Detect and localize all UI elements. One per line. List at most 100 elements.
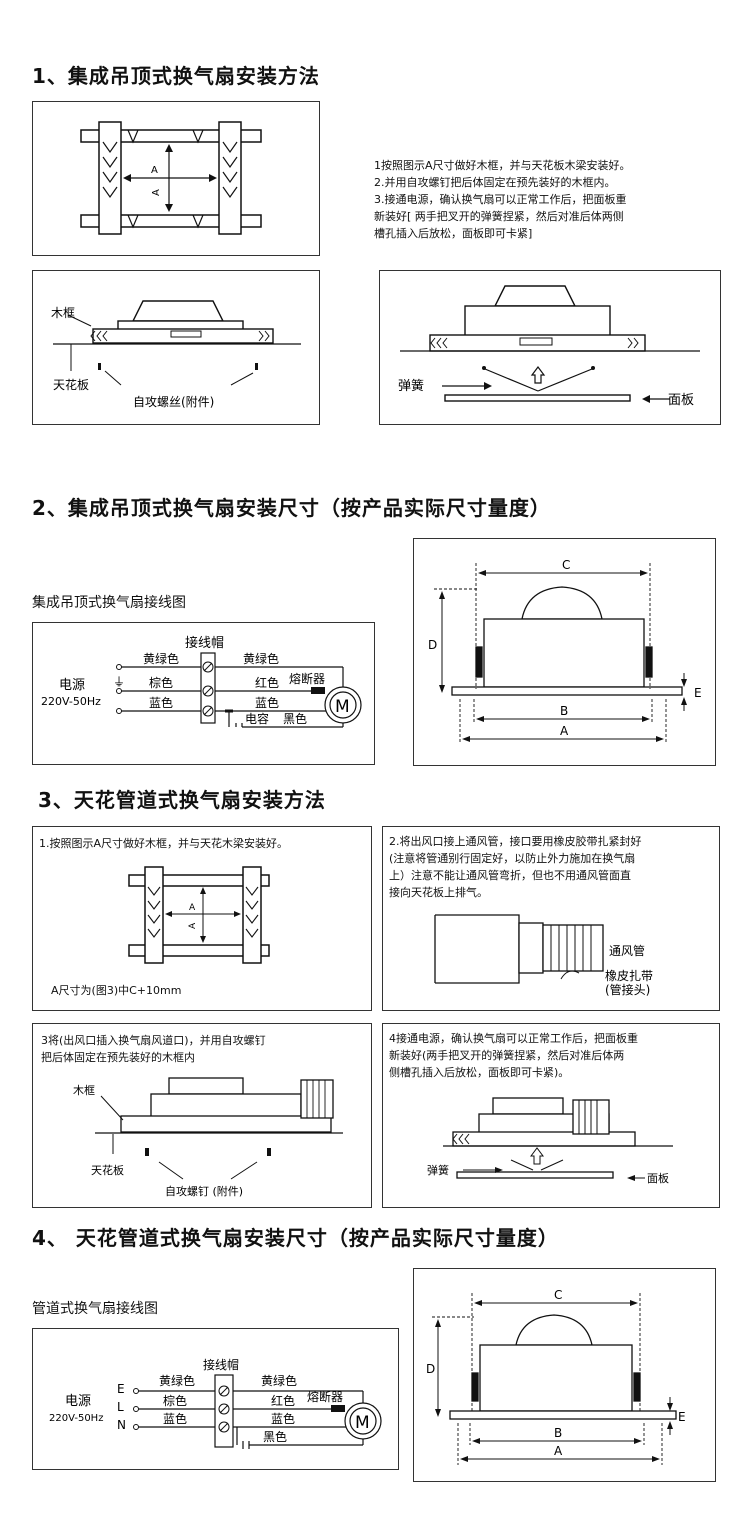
dim-d: D xyxy=(428,638,437,652)
wiring-panel-1: ⏚ 接线帽 黄绿色 黄绿色 电源 220V-50Hz 棕色 蓝色 红色 蓝色 熔… xyxy=(32,622,375,765)
voltage-label: 220V-50Hz xyxy=(41,695,101,708)
wire-yellow-green-left: 黄绿色 xyxy=(159,1373,195,1388)
wiring-panel-2: E L N 接线帽 黄绿色 黄绿色 电源 220V-50Hz 棕色 蓝色 红色 … xyxy=(32,1328,399,1470)
wire-blue-left: 蓝色 xyxy=(163,1412,187,1426)
voltage-label: 220V-50Hz xyxy=(49,1413,103,1424)
section-2-title: 2、集成吊顶式换气扇安装尺寸（按产品实际尺寸量度） xyxy=(32,496,551,520)
duct-drawing: 通风管 橡皮扎带 (管接头) xyxy=(434,914,653,997)
s1-step-line: 2.并用自攻螺钉把后体固定在预先装好的木框内。 xyxy=(374,176,616,189)
panel-install-panel: 弹簧 面板 xyxy=(379,270,721,425)
s3-step4-line: 侧槽孔插入后放松，面板即可卡紧)。 xyxy=(389,1066,570,1079)
section-3-title: 3、天花管道式换气扇安装方法 xyxy=(38,788,326,812)
s3-step3-text: 3将(出风口插入换气扇风道口)，并用自攻螺钉 把后体固定在预先装好的木框内 xyxy=(41,1032,266,1066)
dim-a: A xyxy=(554,1444,563,1458)
wire-red: 红色 xyxy=(271,1393,295,1408)
s3-step4-text: 4接通电源，确认换气扇可以正常工作后，把面板重 新装好(两手把叉开的弹簧捏紧，然… xyxy=(389,1030,719,1081)
rubber-band-label: 橡皮扎带 xyxy=(605,969,653,983)
wood-frame-label: 木框 xyxy=(51,306,75,320)
s3-step4-line: 新装好(两手把叉开的弹簧捏紧，然后对准后体两 xyxy=(389,1049,625,1062)
s3-step1-panel: 1.按照图示A尺寸做好木框，并与天花木梁安装好。 A A A尺寸为(图3)中C+… xyxy=(32,826,372,1011)
dim-a-vertical-label: A xyxy=(151,189,162,196)
s3-step4-panel: 4接通电源，确认换气扇可以正常工作后，把面板重 新装好(两手把叉开的弹簧捏紧，然… xyxy=(382,1023,720,1208)
wiring-title-2: 管道式换气扇接线图 xyxy=(32,1301,158,1317)
panel-label: 面板 xyxy=(668,393,694,408)
duct-label: 通风管 xyxy=(609,943,645,958)
dim-b: B xyxy=(554,1426,562,1440)
dim-c: C xyxy=(562,558,570,572)
power-label: 电源 xyxy=(59,678,85,693)
dim-e: E xyxy=(678,1410,686,1424)
duct-head-label: (管接头) xyxy=(605,982,650,997)
wire-blue-left: 蓝色 xyxy=(149,696,173,710)
wire-red: 红色 xyxy=(255,675,279,690)
spring-label: 弹簧 xyxy=(398,378,424,394)
wood-frame-drawing: A A xyxy=(80,121,262,235)
wire-brown: 棕色 xyxy=(163,1393,187,1408)
frame-diagram-panel: A A xyxy=(32,101,320,256)
neutral-n: N xyxy=(117,1418,126,1432)
dim-b: B xyxy=(560,704,568,718)
wiring-title-1: 集成吊顶式换气扇接线图 xyxy=(32,595,186,611)
wiring-drawing-2: E L N 接线帽 黄绿色 黄绿色 电源 220V-50Hz 棕色 蓝色 红色 … xyxy=(49,1357,382,1449)
section-1-title: 1、集成吊顶式换气扇安装方法 xyxy=(32,64,320,88)
s3-step2-line: (注意将管通别行固定好，以防止外力施加在换气扇 xyxy=(389,852,636,865)
wiring-drawing-1: ⏚ 接线帽 黄绿色 黄绿色 电源 220V-50Hz 棕色 蓝色 红色 蓝色 熔… xyxy=(41,635,362,728)
s1-step-line: 槽孔插入后放松，面板即可卡紧] xyxy=(374,227,533,240)
section-4-title: 4、 天花管道式换气扇安装尺寸（按产品实际尺寸量度） xyxy=(32,1226,559,1250)
s3-step2-line: 2.将出风口接上通风管，接口要用橡皮胶带扎紧封好 xyxy=(389,835,642,848)
dim-a: A xyxy=(560,724,569,738)
dim-a-vertical-label: A xyxy=(188,922,198,929)
s3-step2-text: 2.将出风口接上通风管，接口要用橡皮胶带扎紧封好 (注意将管通别行固定好，以防止… xyxy=(389,833,719,901)
s3-step3-line: 把后体固定在预先装好的木框内 xyxy=(41,1051,195,1064)
s3-step3-panel: 3将(出风口插入换气扇风道口)，并用自攻螺钉 把后体固定在预先装好的木框内 木框… xyxy=(32,1023,372,1208)
s3-panel-drawing: 弹簧 面板 xyxy=(427,1097,673,1185)
s3-step3-line: 3将(出风口插入换气扇风道口)，并用自攻螺钉 xyxy=(41,1034,266,1047)
wire-black: 黑色 xyxy=(263,1430,287,1444)
power-label: 电源 xyxy=(65,1394,91,1409)
screw-install-drawing: 木框 天花板 自攻螺丝(附件) xyxy=(51,300,301,409)
dimension-drawing-1: C D E B A xyxy=(428,558,702,744)
dim-a-label: A xyxy=(151,165,158,176)
earth-symbol: ⏚ xyxy=(113,675,125,689)
ceiling-label: 天花板 xyxy=(53,377,89,392)
dim-a-label: A xyxy=(189,903,196,913)
dimension-drawing-2: C D E B A xyxy=(426,1288,686,1465)
spring-label: 弹簧 xyxy=(427,1163,449,1177)
s3-step1-text: 1.按照图示A尺寸做好木框，并与天花木梁安装好。 xyxy=(39,837,289,850)
s1-step-line: 3.接通电源，确认换气扇可以正常工作后，把面板重 xyxy=(374,193,627,206)
screws-label: 自攻螺钉 (附件) xyxy=(165,1184,243,1198)
fuse-label: 熔断器 xyxy=(307,1389,343,1404)
earth-e: E xyxy=(117,1382,125,1396)
fuse-label: 熔断器 xyxy=(289,671,325,686)
capacitor-label: 电容 xyxy=(245,711,269,726)
dim-e: E xyxy=(694,686,702,700)
terminal-label: 接线帽 xyxy=(203,1357,239,1372)
panel-install-drawing: 弹簧 面板 xyxy=(398,285,700,408)
s3-frame-drawing: A A xyxy=(128,866,270,964)
s3-step4-line: 4接通电源，确认换气扇可以正常工作后，把面板重 xyxy=(389,1032,638,1045)
dimension-panel-1: C D E B A xyxy=(413,538,716,766)
wood-frame-label: 木框 xyxy=(73,1084,95,1097)
s3-screw-drawing: 木框 天花板 自攻螺钉 (附件) xyxy=(73,1077,343,1198)
panel-label: 面板 xyxy=(647,1171,669,1185)
s1-step-line: 新装好[ 两手把叉开的弹簧捏紧，然后对准后体两侧 xyxy=(374,210,624,223)
motor-symbol: M xyxy=(355,1413,370,1433)
terminal-label: 接线帽 xyxy=(185,635,224,651)
wire-blue-right: 蓝色 xyxy=(271,1412,295,1426)
dim-c: C xyxy=(554,1288,562,1302)
screw-install-panel: 木框 天花板 自攻螺丝(附件) xyxy=(32,270,320,425)
wire-blue-right: 蓝色 xyxy=(255,696,279,710)
wire-black: 黑色 xyxy=(283,712,307,726)
dim-d: D xyxy=(426,1362,435,1376)
wire-yellow-green-left: 黄绿色 xyxy=(143,651,179,666)
s1-steps: 1按照图示A尺寸做好木框，并与天花板木梁安装好。 2.并用自攻螺钉把后体固定在预… xyxy=(374,157,734,242)
a-size-note: A尺寸为(图3)中C+10mm xyxy=(51,984,182,997)
wire-yellow-green-right: 黄绿色 xyxy=(243,651,279,666)
s3-step2-line: 上）注意不能让通风管弯折，但也不用通风管面直 xyxy=(389,869,631,882)
wire-yellow-green-right: 黄绿色 xyxy=(261,1373,297,1388)
s1-step-line: 1按照图示A尺寸做好木框，并与天花板木梁安装好。 xyxy=(374,159,631,172)
live-l: L xyxy=(117,1400,124,1414)
screws-label: 自攻螺丝(附件) xyxy=(133,395,214,409)
s3-step2-line: 接向天花板上排气。 xyxy=(389,886,488,899)
s3-step2-panel: 2.将出风口接上通风管，接口要用橡皮胶带扎紧封好 (注意将管通别行固定好，以防止… xyxy=(382,826,720,1011)
